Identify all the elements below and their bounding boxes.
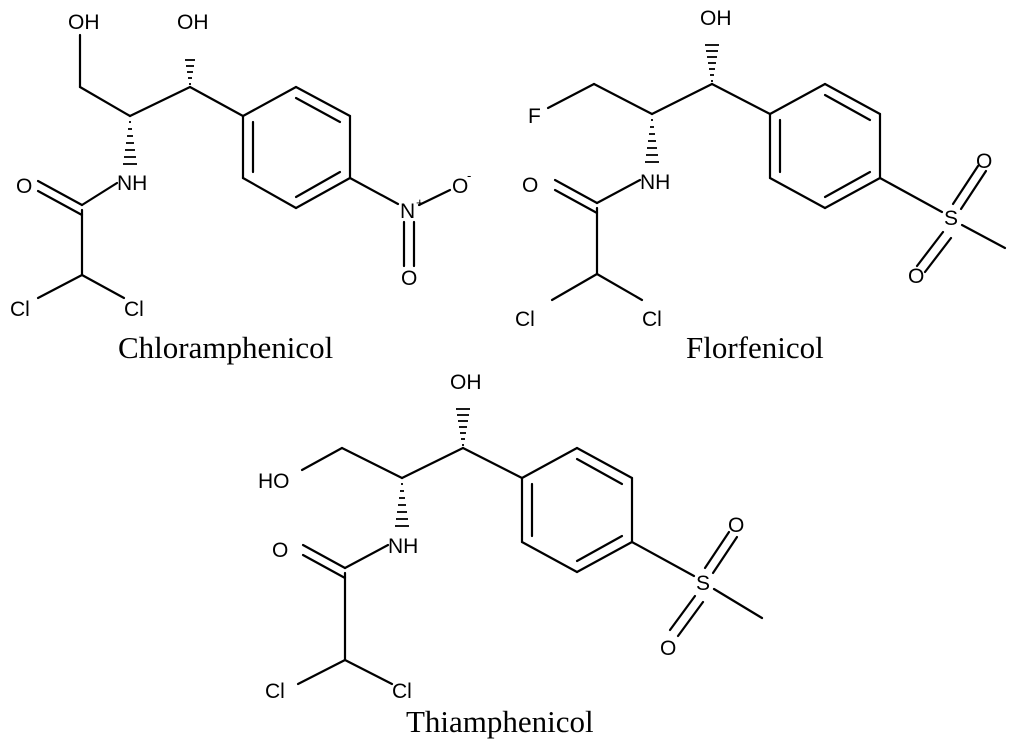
thiamphenicol-structure: HO OH NH O Cl Cl S O O Thiamphenicol — [258, 371, 764, 739]
benzene-ring — [768, 82, 882, 210]
amine-label: NH — [117, 172, 147, 195]
stereo-hash-wedge — [645, 119, 659, 163]
sulfonyl-oxygen-label: O — [660, 637, 676, 660]
chlorine-label: Cl — [10, 298, 30, 321]
hydroxyl-label: OH — [68, 11, 100, 34]
carbonyl-oxygen-label: O — [272, 539, 288, 562]
sulfonyl-oxygen-label: O — [908, 265, 924, 288]
sulfur-label: S — [944, 207, 958, 230]
chloramphenicol-structure: OH OH NH O Cl Cl N + O - O Chloramphenic… — [10, 11, 471, 365]
stereo-hash-wedge — [456, 408, 470, 446]
negative-charge-label: - — [467, 168, 471, 183]
stereo-hash-wedge — [395, 483, 409, 527]
nitro-oxygen-label: O — [452, 175, 468, 198]
stereo-hash-wedge — [705, 44, 719, 82]
stereo-hash-wedge — [185, 59, 195, 85]
chlorine-label: Cl — [515, 308, 535, 331]
carbonyl-oxygen-label: O — [522, 174, 538, 197]
nitro-oxygen-label: O — [401, 267, 417, 290]
hydroxyl-label: OH — [450, 371, 482, 394]
sulfonyl-oxygen-label: O — [976, 150, 992, 173]
hydroxyl-label: OH — [177, 11, 209, 34]
florfenicol-structure: F OH NH O Cl Cl S O O Florfenicol — [515, 7, 1007, 365]
chlorine-label: Cl — [265, 680, 285, 703]
positive-charge-label: + — [416, 195, 424, 210]
compound-name: Florfenicol — [686, 330, 824, 365]
hydroxyl-label: HO — [258, 470, 290, 493]
amine-label: NH — [640, 171, 670, 194]
amine-label: NH — [388, 535, 418, 558]
fluorine-label: F — [528, 105, 541, 128]
nitrogen-label: N — [400, 200, 415, 223]
chlorine-label: Cl — [124, 298, 144, 321]
compound-name: Chloramphenicol — [118, 330, 333, 365]
compound-name: Thiamphenicol — [406, 704, 594, 739]
chlorine-label: Cl — [392, 680, 412, 703]
sulfur-label: S — [696, 572, 710, 595]
chlorine-label: Cl — [642, 308, 662, 331]
stereo-hash-wedge — [123, 121, 137, 165]
benzene-ring — [520, 446, 634, 574]
benzene-ring — [241, 85, 352, 210]
hydroxyl-label: OH — [700, 7, 732, 30]
sulfonyl-oxygen-label: O — [728, 514, 744, 537]
carbonyl-oxygen-label: O — [16, 175, 32, 198]
